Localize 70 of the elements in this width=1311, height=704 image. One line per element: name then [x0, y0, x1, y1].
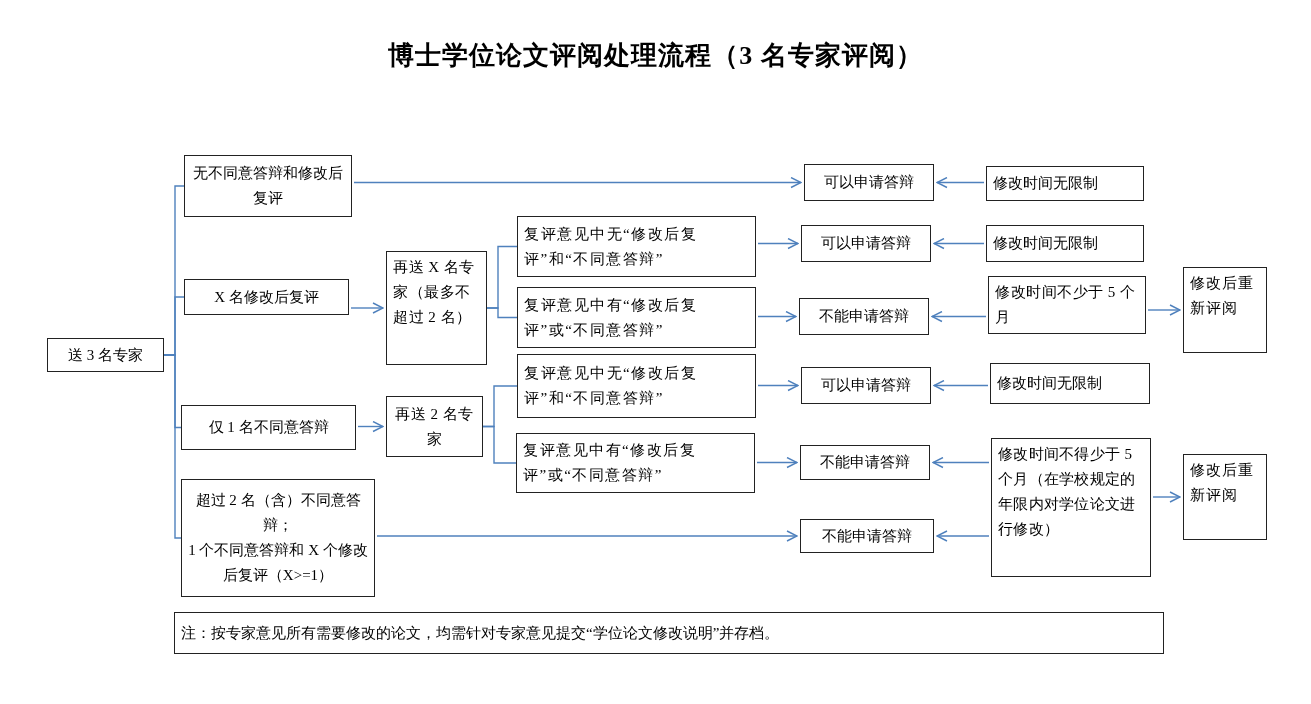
- box-text: 修改后重新评阅: [1190, 461, 1255, 505]
- arrow: [936, 530, 990, 542]
- process-box: [517, 287, 756, 348]
- arrow: [350, 302, 384, 314]
- process-box: [1183, 267, 1267, 353]
- title: 博士学位论文评阅处理流程（3 名专家评阅）: [388, 40, 923, 72]
- process-box: [1183, 454, 1267, 540]
- arrow: [756, 456, 798, 469]
- arrow: [757, 237, 799, 250]
- arrow: [757, 379, 799, 392]
- box-text: 可以申请答辩: [820, 376, 912, 395]
- process-box: [990, 363, 1150, 404]
- process-box: [799, 298, 929, 335]
- process-box: [181, 405, 356, 450]
- box-text: 仅 1 名不同意答辩: [207, 418, 330, 437]
- box-text: 修改时间无限制: [993, 234, 1099, 253]
- arrow: [933, 237, 985, 250]
- process-box: [804, 164, 934, 201]
- arrow: [1152, 491, 1181, 503]
- box-text: 再送 X 名专家（最多不超过 2 名）: [393, 258, 476, 327]
- process-box: [801, 225, 931, 262]
- process-box: [986, 166, 1144, 201]
- process-box: [386, 251, 487, 365]
- arrow: [757, 310, 797, 323]
- arrow: [357, 420, 384, 433]
- box-text: 修改时间无限制: [997, 374, 1103, 393]
- process-box: [800, 445, 930, 480]
- box-text: 1 个不同意答辩和 X 个修改后复评（X>=1）: [188, 541, 368, 585]
- box-text: 可以申请答辩: [820, 234, 912, 253]
- box-text: 修改后重新评阅: [1190, 274, 1255, 318]
- arrow: [932, 456, 990, 469]
- process-box: [986, 225, 1144, 262]
- arrow: [933, 379, 989, 392]
- process-box: [517, 354, 756, 418]
- arrow: [376, 530, 798, 542]
- process-box: [517, 216, 756, 277]
- box-text: 不能申请答辩: [819, 453, 911, 472]
- process-box: [181, 479, 375, 597]
- process-box: [47, 338, 164, 372]
- process-box: [386, 396, 483, 457]
- box-text: 超过 2 名（含）不同意答辩；: [194, 491, 362, 535]
- box-text: 修改时间不少于 5 个月: [995, 283, 1137, 327]
- box-text: 再送 2 名专家: [394, 404, 475, 449]
- box-text: 复评意见中无“修改后复评”和“不同意答辩”: [524, 364, 699, 408]
- box-text: 复评意见中无“修改后复评”和“不同意答辩”: [524, 224, 699, 269]
- note-text: 注：按专家意见所有需要修改的论文，均需针对专家意见提交“学位论文修改说明”并存档。: [181, 623, 781, 643]
- arrow: [1147, 304, 1181, 316]
- process-box: [800, 519, 934, 553]
- box-text: X 名修改后复评: [213, 287, 320, 307]
- box-text: 送 3 名专家: [67, 345, 144, 365]
- process-box: [516, 433, 755, 493]
- process-box: [991, 438, 1151, 577]
- bracket-connector: [482, 425, 517, 464]
- arrow: [936, 176, 985, 189]
- process-box: [801, 367, 931, 404]
- box-text: 不能申请答辩: [821, 526, 913, 546]
- process-box: [184, 155, 352, 217]
- box-text: 复评意见中有“修改后复评”或“不同意答辩”: [523, 441, 698, 485]
- box-text: 不能申请答辩: [818, 307, 910, 326]
- process-box: [184, 279, 349, 315]
- box-text: 修改时间不得少于 5 个月（在学校规定的年限内对学位论文进行修改）: [998, 445, 1137, 539]
- bracket-connector: [486, 307, 518, 319]
- box-text: 修改时间无限制: [993, 174, 1099, 193]
- note-box: [174, 612, 1164, 654]
- box-text: 可以申请答辩: [823, 173, 915, 192]
- box-text: 无不同意答辩和修改后复评: [192, 164, 344, 208]
- box-text: 复评意见中有“修改后复评”或“不同意答辩”: [524, 295, 699, 340]
- arrow: [931, 310, 987, 323]
- arrow: [353, 176, 802, 189]
- process-box: [988, 276, 1146, 334]
